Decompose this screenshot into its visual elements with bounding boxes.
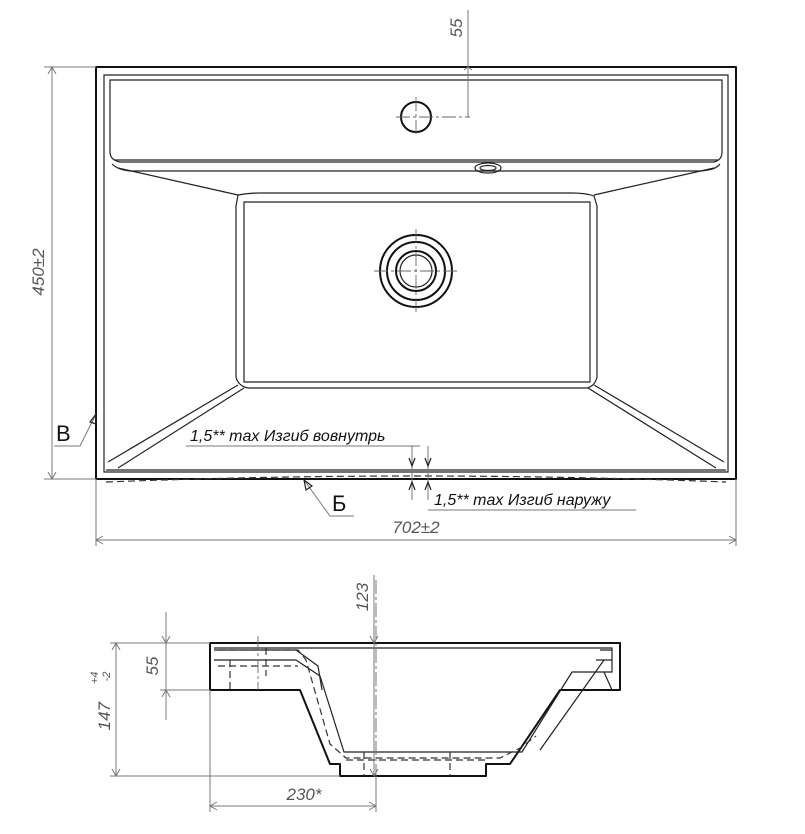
note-outward: 1,5** max Изгиб наружу — [434, 492, 611, 509]
label-v: В — [56, 421, 71, 446]
drain-centerline — [374, 229, 458, 313]
dim-height-tol-lower: -2 — [101, 672, 113, 682]
note-inward: 1,5** max Изгиб вовнутрь — [190, 428, 385, 445]
bowl-slope-left-bottom-2 — [117, 387, 245, 469]
dim-height-arrows — [111, 641, 121, 778]
label-b-arrow — [303, 478, 314, 491]
bowl-slope-right-top — [593, 167, 715, 196]
dim-drain-offset-arrows — [369, 635, 379, 778]
bowl-slope-left-bottom — [107, 384, 239, 463]
tolerance-arrows — [408, 457, 432, 491]
faucet-hole-centerline — [396, 97, 470, 137]
side-rim-step — [596, 649, 613, 691]
bowl-floor — [235, 192, 598, 389]
side-profile-outer — [209, 642, 621, 777]
dim-rim-label: 55 — [143, 656, 162, 675]
back-shelf — [109, 79, 723, 163]
dim-hole-offset-label: 55 — [447, 18, 466, 37]
bowl-upper-slope — [111, 163, 721, 172]
dim-width-label: 702±2 — [392, 518, 440, 537]
overflow-slot-inner — [479, 164, 497, 172]
dim-depth-label: 450±2 — [29, 248, 48, 296]
side-view: 123 147 +4 -2 55 230* — [89, 575, 621, 812]
label-v-leader — [54, 413, 97, 447]
dim-drain-offset-label: 123 — [353, 582, 372, 611]
dim-bowl-label: 230* — [286, 785, 323, 804]
label-b-leader — [303, 479, 354, 517]
side-hidden-drain — [346, 752, 486, 776]
dim-rim-arrows — [161, 635, 171, 698]
dim-depth-arrows — [47, 65, 57, 481]
bowl-slope-right-bottom-2 — [587, 387, 717, 469]
label-v-arrow — [89, 412, 97, 425]
dim-height-tol-upper: +4 — [89, 672, 101, 685]
dim-width-arrows — [94, 535, 738, 545]
side-front-slope — [539, 659, 605, 751]
drain-inner — [395, 250, 437, 292]
bowl-slope-left-top — [117, 167, 239, 196]
label-b: Б — [332, 491, 346, 516]
side-hidden-overflow — [218, 649, 537, 759]
bowl-slope-right-bottom — [593, 384, 725, 463]
dim-bowl-arrows — [208, 801, 378, 811]
dim-height-label: 147 — [95, 701, 114, 730]
overflow-slot — [474, 162, 502, 174]
side-profile-inner — [214, 647, 613, 753]
tolerance-ticks — [411, 446, 429, 500]
dim-hole-offset-arrow — [463, 66, 473, 71]
basin-inner-rim — [103, 74, 729, 473]
bowl-floor-inner — [243, 201, 591, 383]
front-bend-line — [105, 475, 727, 483]
top-view: 55 450±2 702±2 1,5** max Изгиб вовнутрь … — [29, 10, 738, 546]
